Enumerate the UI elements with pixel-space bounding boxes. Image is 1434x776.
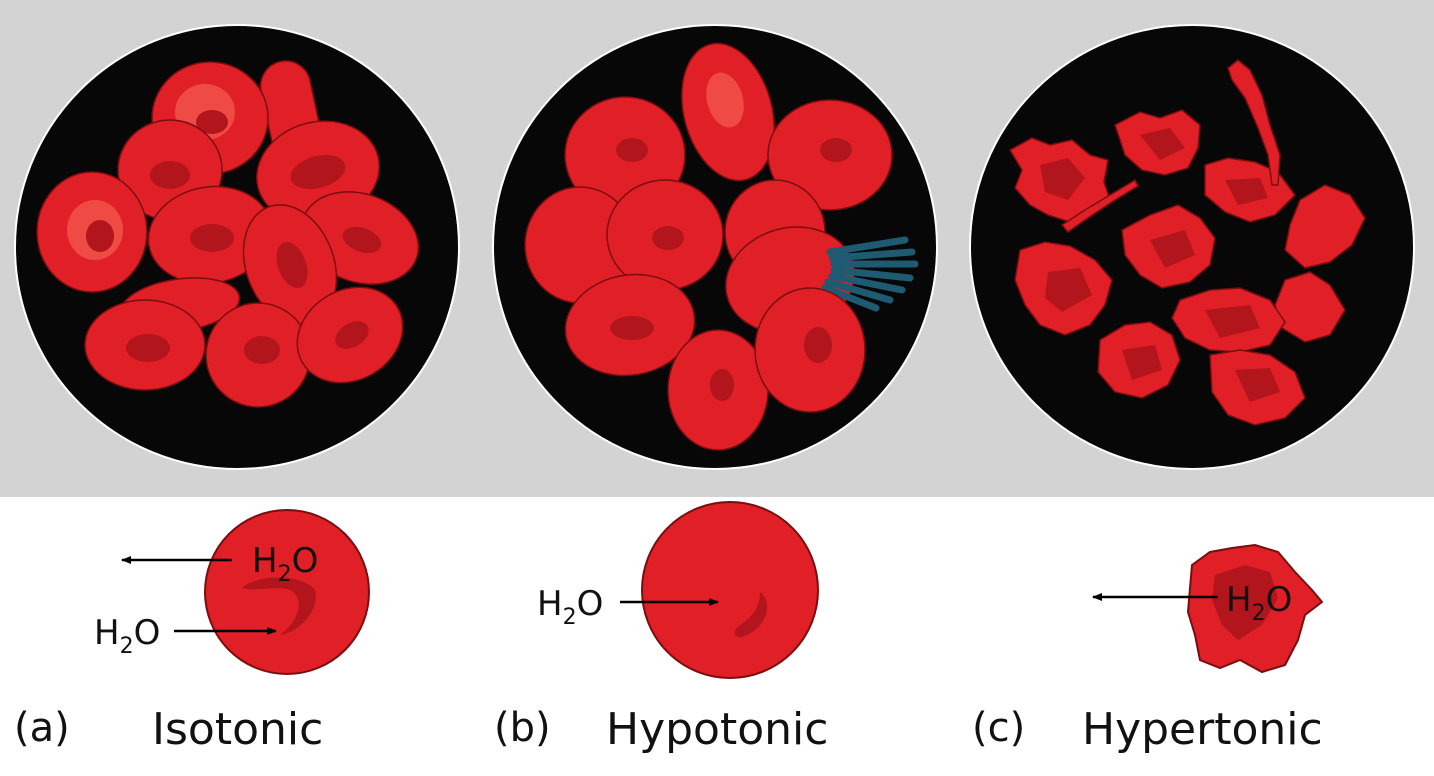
- h2o-label-in-b: H2O: [537, 584, 604, 630]
- rbc-swollen: [754, 287, 866, 413]
- h2o-label-in-a: H2O: [94, 613, 161, 659]
- rbc-cell: [296, 286, 404, 384]
- rbc-cell: [84, 299, 206, 391]
- rbc-strand: [1227, 59, 1281, 186]
- rbc-crenated: [1284, 184, 1366, 269]
- rbc-crenated: [1114, 109, 1201, 176]
- rbc-cell: [147, 185, 273, 285]
- rbc-crenated: [1097, 321, 1181, 399]
- rbc-swollen: [667, 329, 769, 451]
- rbc-swollen: [767, 99, 893, 211]
- h2o-label-out-c: H2O: [1226, 580, 1293, 626]
- isotonic-cell: [204, 509, 370, 675]
- rbc-crenated: [1209, 349, 1306, 426]
- rbc-crenated: [1008, 137, 1111, 223]
- panel-title-hypertonic: Hypertonic: [1082, 704, 1323, 755]
- rbc-swollen: [606, 179, 724, 291]
- hypotonic-micrograph: [492, 24, 938, 470]
- h2o-label-out-a: H2O: [252, 541, 319, 587]
- rbc-crenated: [1121, 204, 1216, 289]
- rbc-swollen: [681, 42, 775, 182]
- panel-title-hypotonic: Hypotonic: [606, 704, 829, 755]
- rbc-cell: [36, 171, 148, 293]
- rbc-swollen: [564, 273, 696, 377]
- hypotonic-cell: [641, 501, 819, 679]
- rbc-crenated: [1204, 157, 1296, 223]
- hypertonic-micrograph: [969, 24, 1415, 470]
- panel-title-isotonic: Isotonic: [152, 704, 324, 755]
- rbc-strand: [1060, 178, 1139, 234]
- panel-letter-a: (a): [14, 705, 70, 751]
- rbc-crenated: [1014, 241, 1113, 336]
- hypertonic-cell: [1186, 543, 1324, 674]
- panel-letter-b: (b): [494, 705, 551, 751]
- rbc-cell: [242, 204, 338, 326]
- isotonic-micrograph: [14, 24, 460, 470]
- panel-letter-c: (c): [972, 705, 1026, 751]
- rbc-crenated: [1171, 287, 1286, 353]
- rbc-cell: [205, 302, 311, 408]
